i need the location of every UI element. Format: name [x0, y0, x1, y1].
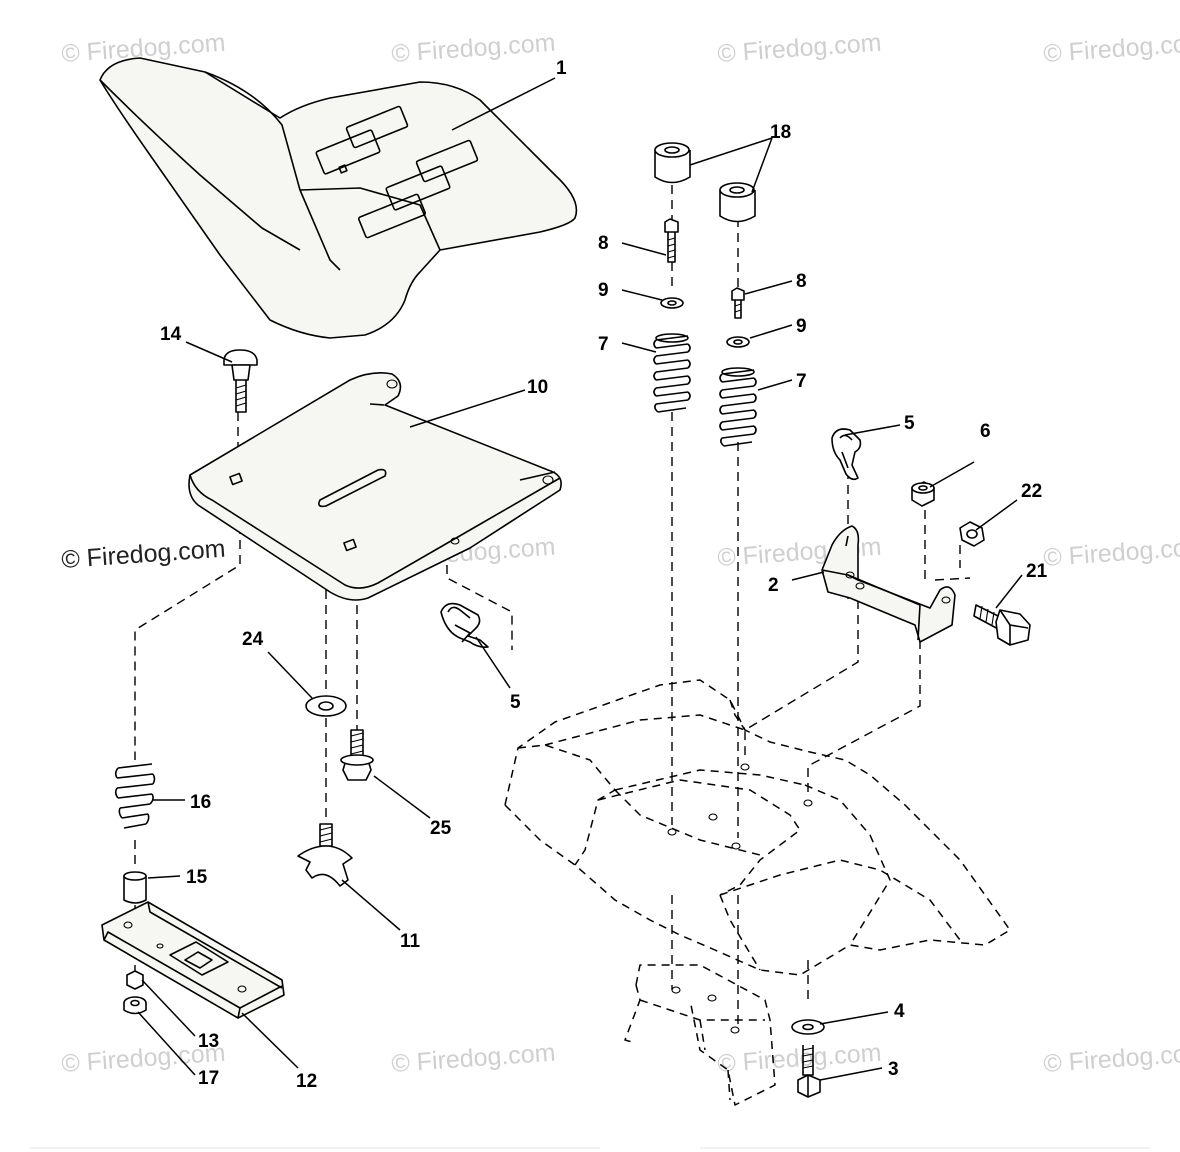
- washer-4: [791, 1019, 825, 1035]
- shoulder-bolt: [340, 729, 374, 781]
- seat-pan: [188, 372, 562, 601]
- cable-clip-left: [440, 602, 489, 648]
- watermark: © Firedog.com: [390, 1039, 556, 1078]
- callout-21: 21: [1026, 561, 1048, 582]
- callout-22: 22: [1021, 481, 1042, 502]
- watermark: © Firedog.com: [1042, 533, 1180, 572]
- spring-7-left: [653, 333, 691, 413]
- callout-8-right: 8: [796, 271, 807, 292]
- mount-bracket: [821, 525, 956, 643]
- nut-17: [123, 996, 147, 1015]
- callout-1: 1: [556, 58, 567, 79]
- callout-14: 14: [160, 324, 182, 345]
- callout-9-right: 9: [796, 316, 807, 337]
- watermark: © Firedog.com: [1042, 29, 1180, 68]
- callout-17: 17: [198, 1068, 219, 1089]
- carriage-bolt: [223, 349, 258, 413]
- washer-9-left: [660, 297, 684, 309]
- spacer-18-left: [654, 142, 691, 184]
- callout-10: 10: [527, 377, 548, 398]
- seat-spring: [114, 763, 156, 829]
- adjustment-knob: [297, 823, 353, 887]
- callout-7-left: 7: [598, 334, 609, 355]
- callout-24: 24: [242, 629, 264, 650]
- callout-7-right: 7: [796, 371, 807, 392]
- washer-9-right: [726, 336, 750, 348]
- spacer-18-right: [719, 182, 756, 223]
- callout-4: 4: [894, 1001, 905, 1022]
- seat: [99, 57, 578, 339]
- cable-clip-right: [831, 428, 862, 481]
- assembly-lines: [134, 185, 971, 1030]
- nut-6: [911, 481, 935, 507]
- bolt-8-right: [731, 287, 745, 319]
- hex-bolt-21: [973, 604, 1031, 646]
- callout-8-left: 8: [598, 233, 609, 254]
- callout-15: 15: [186, 867, 208, 888]
- callout-5-right: 5: [904, 413, 915, 434]
- fender-outline: [504, 679, 1011, 1106]
- watermark: © Firedog.com: [60, 535, 226, 574]
- callout-5-left: 5: [510, 692, 521, 713]
- callout-9-left: 9: [598, 280, 609, 301]
- watermark: © Firedog.com: [1042, 1039, 1180, 1078]
- callout-13: 13: [198, 1031, 219, 1052]
- callout-6: 6: [980, 421, 991, 442]
- leader-lines: [137, 77, 1023, 1081]
- watermark: © Firedog.com: [390, 29, 556, 68]
- spacer-15: [123, 871, 147, 904]
- callout-2: 2: [768, 575, 779, 596]
- bolt-3: [797, 1045, 821, 1098]
- callout-25: 25: [430, 818, 452, 839]
- callout-16: 16: [190, 792, 211, 813]
- spring-7-right: [719, 367, 757, 447]
- nut-13: [126, 970, 144, 990]
- watermark: © Firedog.com: [716, 29, 882, 68]
- callout-18: 18: [770, 122, 791, 143]
- callout-labels: 1 18 8 9 7 8 9 7 14 10 5 24 25 11 16 15 …: [160, 58, 1048, 1092]
- callout-3: 3: [888, 1059, 899, 1080]
- bolt-8-left: [664, 218, 679, 263]
- callout-12: 12: [296, 1071, 317, 1092]
- callout-11: 11: [400, 931, 421, 952]
- nut-22: [959, 521, 985, 547]
- slide-plate: [101, 901, 285, 1019]
- washer-24: [305, 695, 347, 717]
